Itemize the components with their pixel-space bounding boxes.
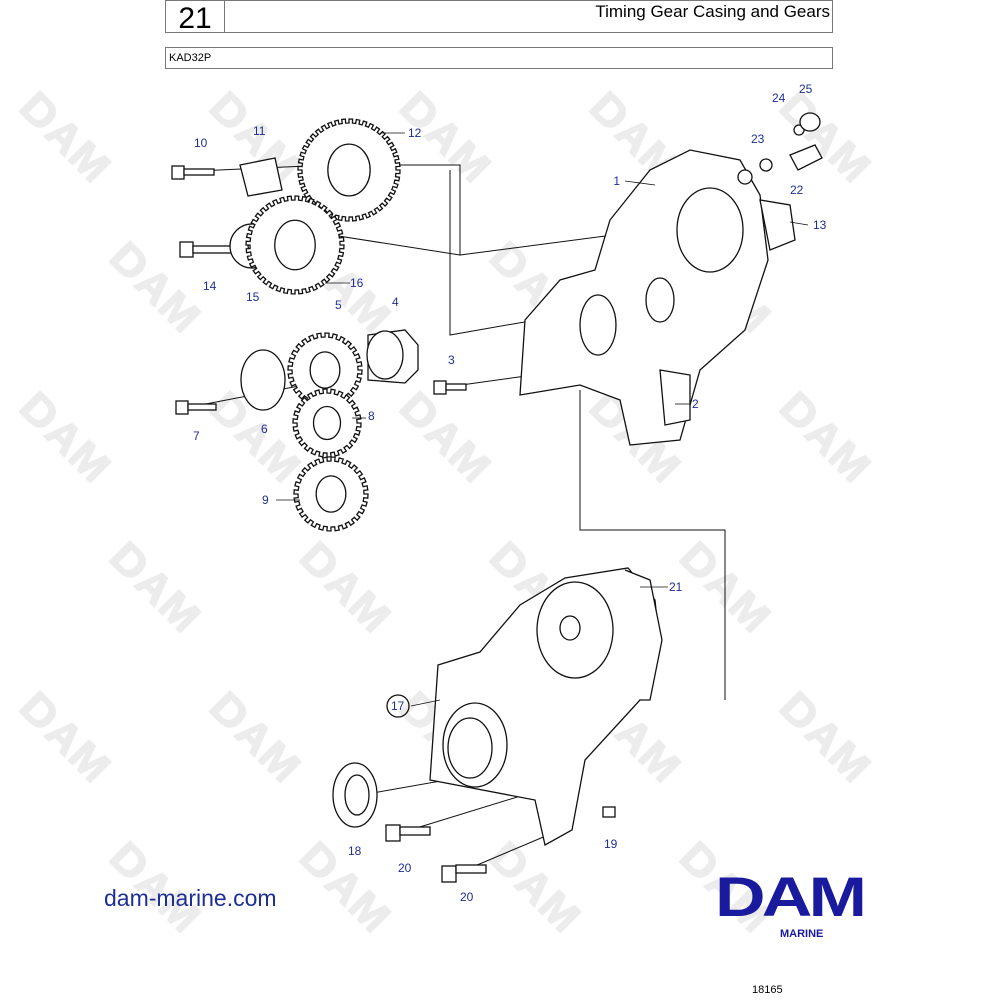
idler-gear-bore xyxy=(274,219,316,271)
callout-17: 17 xyxy=(391,699,405,713)
gears xyxy=(245,118,401,532)
callout-23: 23 xyxy=(751,132,765,146)
callout-leaders xyxy=(276,132,809,707)
callout-24: 24 xyxy=(772,91,786,105)
callout-9: 9 xyxy=(262,493,269,507)
callout-22: 22 xyxy=(790,183,804,197)
callout-16: 16 xyxy=(350,276,364,290)
page-title: Timing Gear Casing and Gears xyxy=(595,2,830,21)
header-box: 21 Timing Gear Casing and Gears xyxy=(165,0,833,35)
sensor-assembly xyxy=(737,112,823,185)
callout-1: 1 xyxy=(613,174,620,188)
callout-8: 8 xyxy=(368,409,375,423)
crankshaft-seal xyxy=(332,762,378,828)
camshaft-gear-bore xyxy=(327,143,371,197)
callout-15: 15 xyxy=(246,290,260,304)
callout-20b: 20 xyxy=(460,890,474,904)
callout-20a: 20 xyxy=(398,861,412,875)
callout-18: 18 xyxy=(348,844,362,858)
callout-17-circle xyxy=(386,694,410,718)
timing-gear-cover xyxy=(429,567,663,846)
intermediate-gear-bore xyxy=(309,351,341,389)
drive-gear-bore xyxy=(312,405,342,441)
callout-2: 2 xyxy=(692,397,699,411)
dam-logo-subtext: MARINE xyxy=(780,928,824,940)
callout-13: 13 xyxy=(813,218,827,232)
section-number: 21 xyxy=(166,1,225,35)
callout-21: 21 xyxy=(669,580,683,594)
callout-25: 25 xyxy=(799,82,813,96)
model-label: KAD32P xyxy=(165,47,833,69)
callout-labels: 1 2 3 4 5 6 7 8 9 10 11 12 13 14 15 16 1… xyxy=(193,82,827,904)
timing-gear-casing xyxy=(519,149,796,446)
callout-6: 6 xyxy=(261,422,268,436)
callout-19: 19 xyxy=(604,837,618,851)
callout-12: 12 xyxy=(408,126,422,140)
callout-7: 7 xyxy=(193,429,200,443)
callout-10: 10 xyxy=(194,136,208,150)
dam-logo: DAM xyxy=(715,865,867,928)
website-link[interactable]: dam-marine.com xyxy=(104,885,277,911)
callout-3: 3 xyxy=(448,353,455,367)
callout-11: 11 xyxy=(253,124,266,138)
callout-14: 14 xyxy=(203,279,217,293)
crankshaft-gear-bore xyxy=(315,475,347,513)
callout-5: 5 xyxy=(335,298,342,312)
drawing-number: 18165 xyxy=(752,984,783,996)
callout-4: 4 xyxy=(392,295,399,309)
